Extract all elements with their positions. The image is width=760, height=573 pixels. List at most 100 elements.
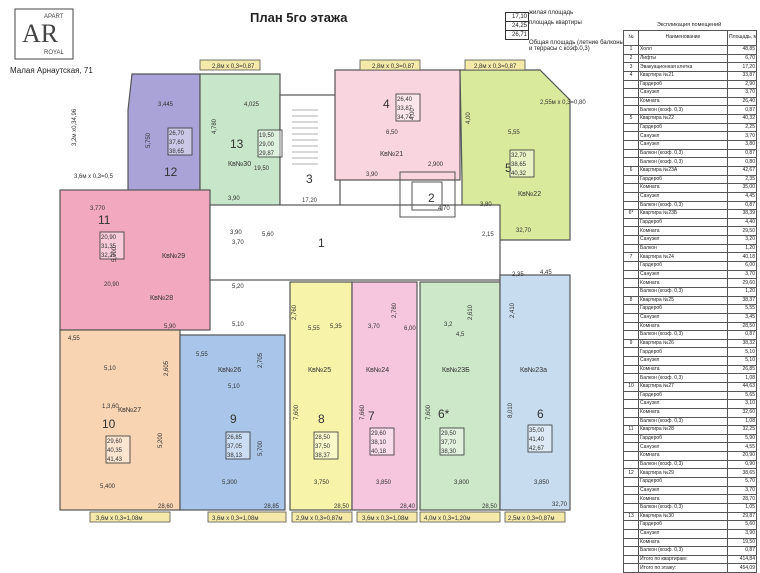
room-number-1: 1 (318, 236, 325, 250)
area-6-living: 35,00 (529, 428, 545, 434)
apt-label-24: Кв№24 (366, 367, 389, 374)
balcony-5 (89, 511, 171, 523)
row-name: Балкон (коэф. 0,3) (638, 546, 728, 556)
apt-number-11: 11 (98, 213, 111, 227)
balcony-note-9: 4,0м х 0,3=1,20м (424, 516, 470, 522)
table-row: Балкон (коэф. 0,3)1,08 (623, 373, 757, 383)
total-floor-value: 454,09 (727, 563, 757, 573)
row-name: Санузел (638, 140, 728, 150)
row-number: 9 (623, 338, 639, 349)
area-box-4 (395, 93, 421, 122)
row-name: Санузел (638, 528, 728, 539)
row-name: Комната (638, 407, 728, 418)
row-number: 12 (623, 468, 639, 479)
dim-label: 3,850 (534, 480, 550, 486)
area-5-total: 40,32 (511, 171, 527, 177)
dim-label: 7,600 (294, 404, 300, 420)
dim-label: 2,605 (164, 360, 170, 376)
row-number (623, 261, 639, 271)
row-name: Балкон (коэф. 0,3) (638, 330, 728, 340)
row-number (623, 347, 639, 358)
address: Малая Арнаутская, 71 (10, 66, 93, 75)
row-area: 38,39 (727, 209, 757, 219)
row-name: Гардероб (638, 433, 728, 444)
row-number: 11 (623, 425, 639, 435)
balcony-note-5: 3,6м х 0,3=1,08м (96, 516, 142, 522)
row-number (623, 399, 639, 409)
row-number (623, 200, 639, 211)
legend-value-3: 26,71 (511, 32, 527, 38)
apt-label-26: Кв№26 (218, 367, 241, 374)
dim-label: 3,90 (366, 172, 378, 178)
row-number: 13 (623, 511, 639, 522)
table-row: Балкон (коэф. 0,3)0,80 (623, 157, 757, 167)
area-12-total: 38,65 (169, 149, 185, 155)
explication-caption: Экспликация помещений (656, 22, 722, 28)
row-name: Балкон (коэф. 0,3) (638, 105, 728, 116)
area-13-living: 19,50 (259, 133, 275, 139)
area-4-apartment: 33,87 (397, 106, 413, 112)
row-name: Санузел (638, 399, 728, 409)
row-number (623, 235, 639, 245)
balcony-10 (504, 511, 566, 523)
dim-label: 8,010 (508, 402, 514, 418)
row-number (623, 217, 639, 228)
row-name: Балкон (638, 243, 728, 254)
dim-label: 2,15 (482, 232, 494, 238)
row-area: 17,20 (727, 62, 757, 72)
row-area: 0,80 (727, 157, 757, 167)
row-number (623, 546, 639, 556)
row-area: 6,70 (727, 53, 757, 64)
row-area: 32,25 (727, 425, 757, 435)
total-apartments-value: 414,84 (727, 554, 757, 565)
row-area: 26,40 (727, 96, 757, 107)
dim-label: 2,35 (512, 272, 524, 278)
row-area: 26,85 (727, 364, 757, 375)
row-name: Санузел (638, 442, 728, 453)
row-name: Балкон (коэф. 0,3) (638, 148, 728, 159)
area-6-apartment: 41,40 (529, 437, 545, 443)
row-area: 1,08 (727, 416, 757, 427)
area-9-apartment: 37,05 (227, 444, 243, 450)
dim-label: 3,2 (444, 322, 453, 328)
legend-living-area: жилая площадь (529, 10, 574, 16)
row-number (623, 243, 639, 254)
row-area: 6,00 (727, 261, 757, 271)
legend-total-area: Общая площадь (летние балконы и террасы … (529, 40, 624, 52)
dim-label: 3,750 (314, 480, 330, 486)
row-number (623, 537, 639, 548)
header-number: № (623, 30, 639, 46)
dim-label: 5,35 (330, 324, 342, 330)
legend-apartment-area: площадь квартиры (529, 20, 582, 26)
row-area: 29,60 (727, 278, 757, 288)
row-area: 2,25 (727, 122, 757, 133)
row-name: Квартира №22 (638, 114, 728, 124)
apt-number-4: 4 (383, 97, 390, 111)
area-6s-living: 29,50 (441, 431, 457, 437)
row-number (623, 174, 639, 185)
elevator-shaft (399, 171, 456, 218)
area-box-9 (225, 431, 251, 460)
row-area: 1,20 (727, 286, 757, 297)
row-number (623, 485, 639, 496)
area-8-apartment: 37,50 (315, 444, 331, 450)
balcony-7 (291, 511, 353, 523)
row-number (623, 96, 639, 107)
row-name: Квартира №28 (638, 425, 728, 435)
row-number: 10 (623, 382, 639, 392)
row-number (623, 183, 639, 193)
area-box-6s (439, 427, 465, 456)
row-number: 5 (623, 114, 639, 124)
area-box-13 (257, 129, 283, 158)
